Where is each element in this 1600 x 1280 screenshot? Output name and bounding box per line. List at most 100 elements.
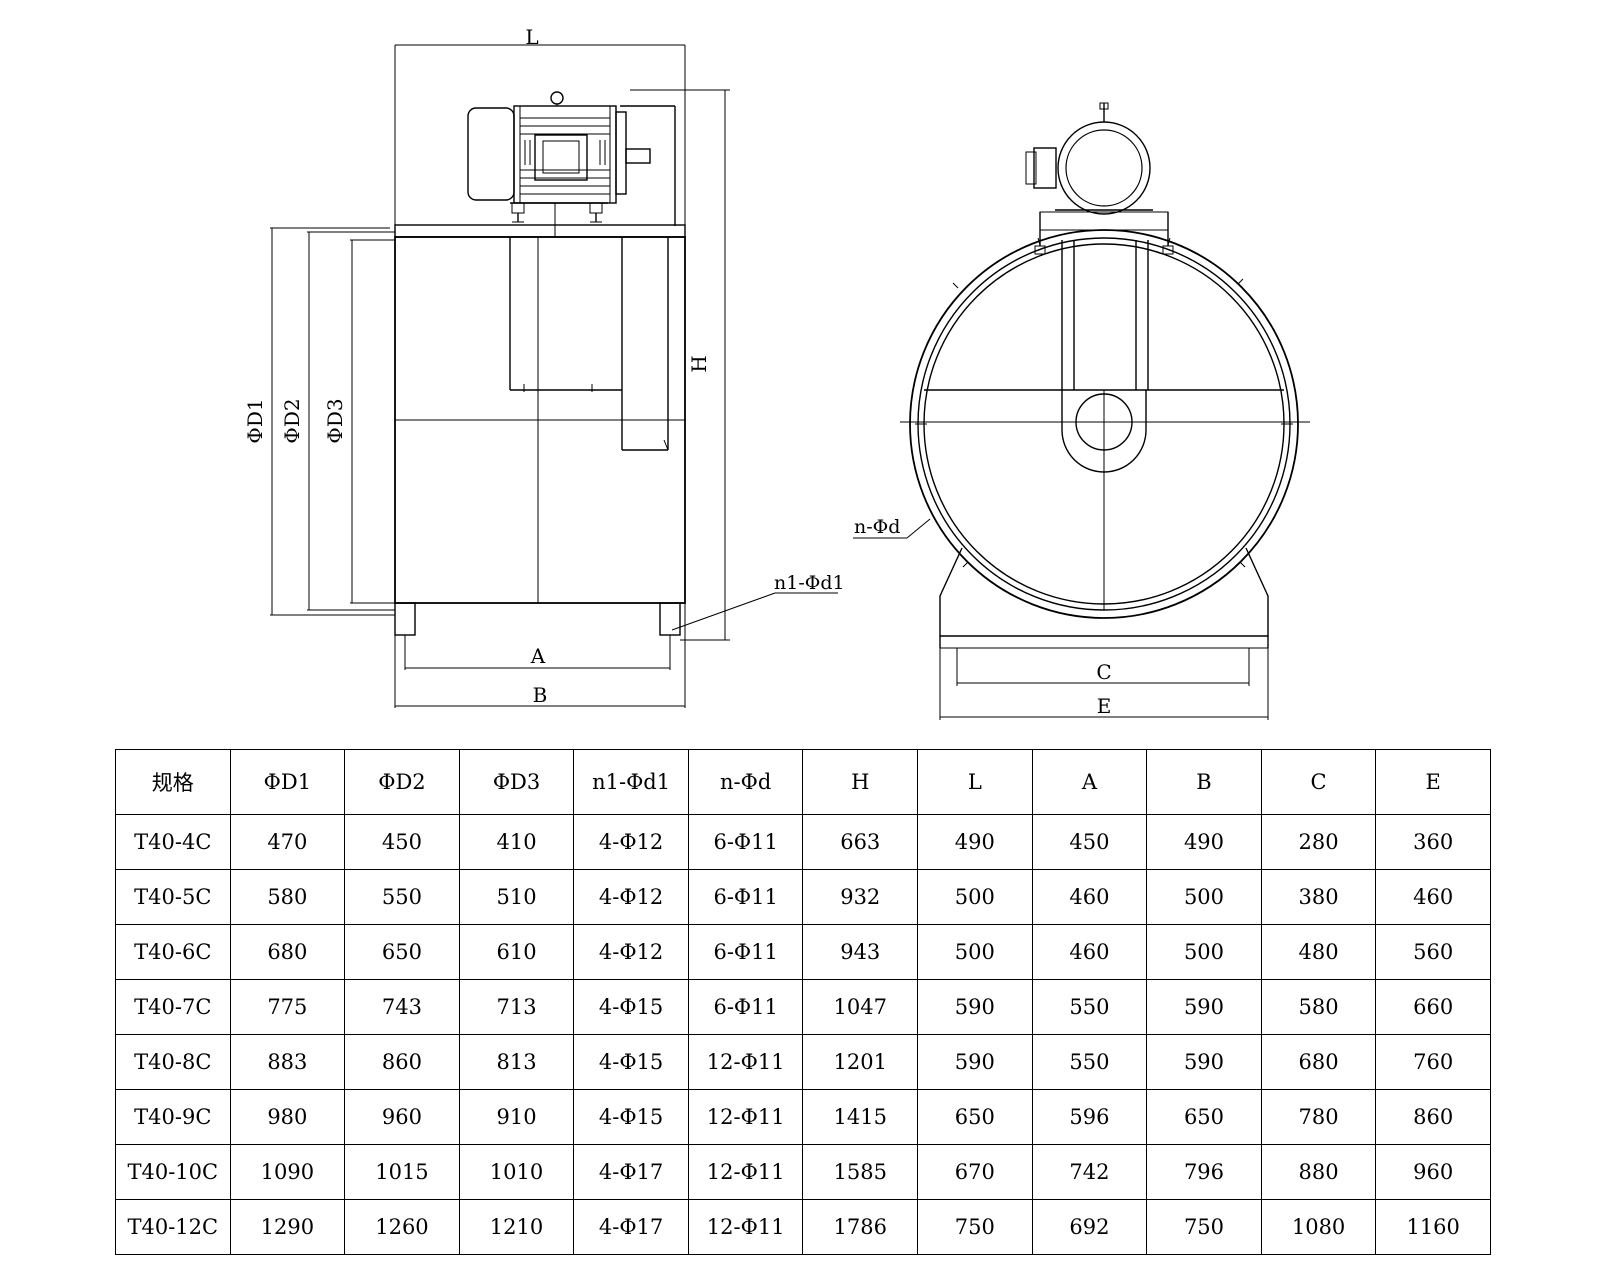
col-header: n1-Φd1 <box>573 749 689 815</box>
value-cell: 880 <box>1260 1144 1377 1200</box>
value-cell: 4-Φ12 <box>573 924 689 980</box>
value-cell: 883 <box>229 1034 346 1090</box>
model-cell: T40-12C <box>115 1199 231 1255</box>
value-cell: 1786 <box>802 1199 919 1255</box>
value-cell: 6-Φ11 <box>687 814 804 870</box>
value-cell: 932 <box>802 869 919 925</box>
value-cell: 500 <box>1146 869 1262 925</box>
value-cell: 6-Φ11 <box>687 924 804 980</box>
value-cell: 650 <box>1146 1089 1262 1145</box>
value-cell: 12-Φ11 <box>687 1199 804 1255</box>
value-cell: 360 <box>1375 814 1491 870</box>
dim-label-B: B <box>533 683 548 707</box>
value-cell: 680 <box>1260 1034 1377 1090</box>
value-cell: 12-Φ11 <box>687 1034 804 1090</box>
dim-label-C: C <box>1096 660 1111 684</box>
model-cell: T40-10C <box>115 1144 231 1200</box>
value-cell: 1290 <box>229 1199 346 1255</box>
value-cell: 550 <box>1031 979 1148 1035</box>
dim-label-D1: ΦD1 <box>243 398 267 443</box>
value-cell: 590 <box>1146 1034 1262 1090</box>
value-cell: 4-Φ15 <box>573 1089 689 1145</box>
value-cell: 12-Φ11 <box>687 1144 804 1200</box>
motor-side <box>467 91 651 223</box>
value-cell: 580 <box>1260 979 1377 1035</box>
value-cell: 500 <box>917 869 1033 925</box>
value-cell: 510 <box>458 869 575 925</box>
value-cell: 550 <box>344 869 460 925</box>
value-cell: 1415 <box>802 1089 919 1145</box>
value-cell: 960 <box>1375 1144 1491 1200</box>
value-cell: 1585 <box>802 1144 919 1200</box>
value-cell: 4-Φ15 <box>573 1034 689 1090</box>
model-cell: T40-5C <box>115 869 231 925</box>
value-cell: 6-Φ11 <box>687 869 804 925</box>
model-cell: T40-9C <box>115 1089 231 1145</box>
model-cell: T40-8C <box>115 1034 231 1090</box>
callout-n1-d1: n1-Φd1 <box>774 572 845 594</box>
value-cell: 1201 <box>802 1034 919 1090</box>
col-header: L <box>917 749 1033 815</box>
value-cell: 590 <box>917 1034 1033 1090</box>
value-cell: 1047 <box>802 979 919 1035</box>
value-cell: 590 <box>1146 979 1262 1035</box>
value-cell: 910 <box>458 1089 575 1145</box>
value-cell: 760 <box>1375 1034 1491 1090</box>
value-cell: 680 <box>229 924 346 980</box>
value-cell: 1080 <box>1260 1199 1377 1255</box>
technical-drawing: L <box>243 25 1310 720</box>
col-header: ΦD3 <box>458 749 575 815</box>
value-cell: 490 <box>917 814 1033 870</box>
value-cell: 450 <box>1031 814 1148 870</box>
model-cell: T40-6C <box>115 924 231 980</box>
value-cell: 660 <box>1375 979 1491 1035</box>
value-cell: 1210 <box>458 1199 575 1255</box>
value-cell: 460 <box>1031 924 1148 980</box>
callout-leader-n-d <box>906 518 931 539</box>
value-cell: 460 <box>1031 869 1148 925</box>
dim-label-D2: ΦD2 <box>280 398 304 443</box>
dim-label-E: E <box>1097 694 1112 718</box>
value-cell: 4-Φ17 <box>573 1199 689 1255</box>
value-cell: 650 <box>917 1089 1033 1145</box>
value-cell: 480 <box>1260 924 1377 980</box>
col-header: n-Φd <box>687 749 804 815</box>
value-cell: 796 <box>1146 1144 1262 1200</box>
value-cell: 742 <box>1031 1144 1148 1200</box>
table-header-row: 规格 ΦD1 ΦD2 ΦD3 n1-Φd1 n-Φd H L A B C E <box>115 749 1491 815</box>
col-header: A <box>1031 749 1148 815</box>
col-header: H <box>802 749 919 815</box>
value-cell: 813 <box>458 1034 575 1090</box>
value-cell: 1015 <box>344 1144 460 1200</box>
value-cell: 713 <box>458 979 575 1035</box>
value-cell: 500 <box>917 924 1033 980</box>
value-cell: 4-Φ17 <box>573 1144 689 1200</box>
value-cell: 1090 <box>229 1144 346 1200</box>
value-cell: 4-Φ15 <box>573 979 689 1035</box>
col-header: C <box>1260 749 1377 815</box>
col-header: 规格 <box>115 749 231 815</box>
motor-front <box>1025 102 1174 255</box>
value-cell: 490 <box>1146 814 1262 870</box>
value-cell: 692 <box>1031 1199 1148 1255</box>
value-cell: 280 <box>1260 814 1377 870</box>
col-header: B <box>1146 749 1262 815</box>
callout-leader-n1-d1 <box>671 592 776 631</box>
value-cell: 410 <box>458 814 575 870</box>
value-cell: 380 <box>1260 869 1377 925</box>
value-cell: 960 <box>344 1089 460 1145</box>
value-cell: 6-Φ11 <box>687 979 804 1035</box>
value-cell: 460 <box>1375 869 1491 925</box>
callout-n-d: n-Φd <box>854 516 900 538</box>
value-cell: 580 <box>229 869 346 925</box>
value-cell: 1260 <box>344 1199 460 1255</box>
col-header: E <box>1375 749 1491 815</box>
value-cell: 4-Φ12 <box>573 869 689 925</box>
